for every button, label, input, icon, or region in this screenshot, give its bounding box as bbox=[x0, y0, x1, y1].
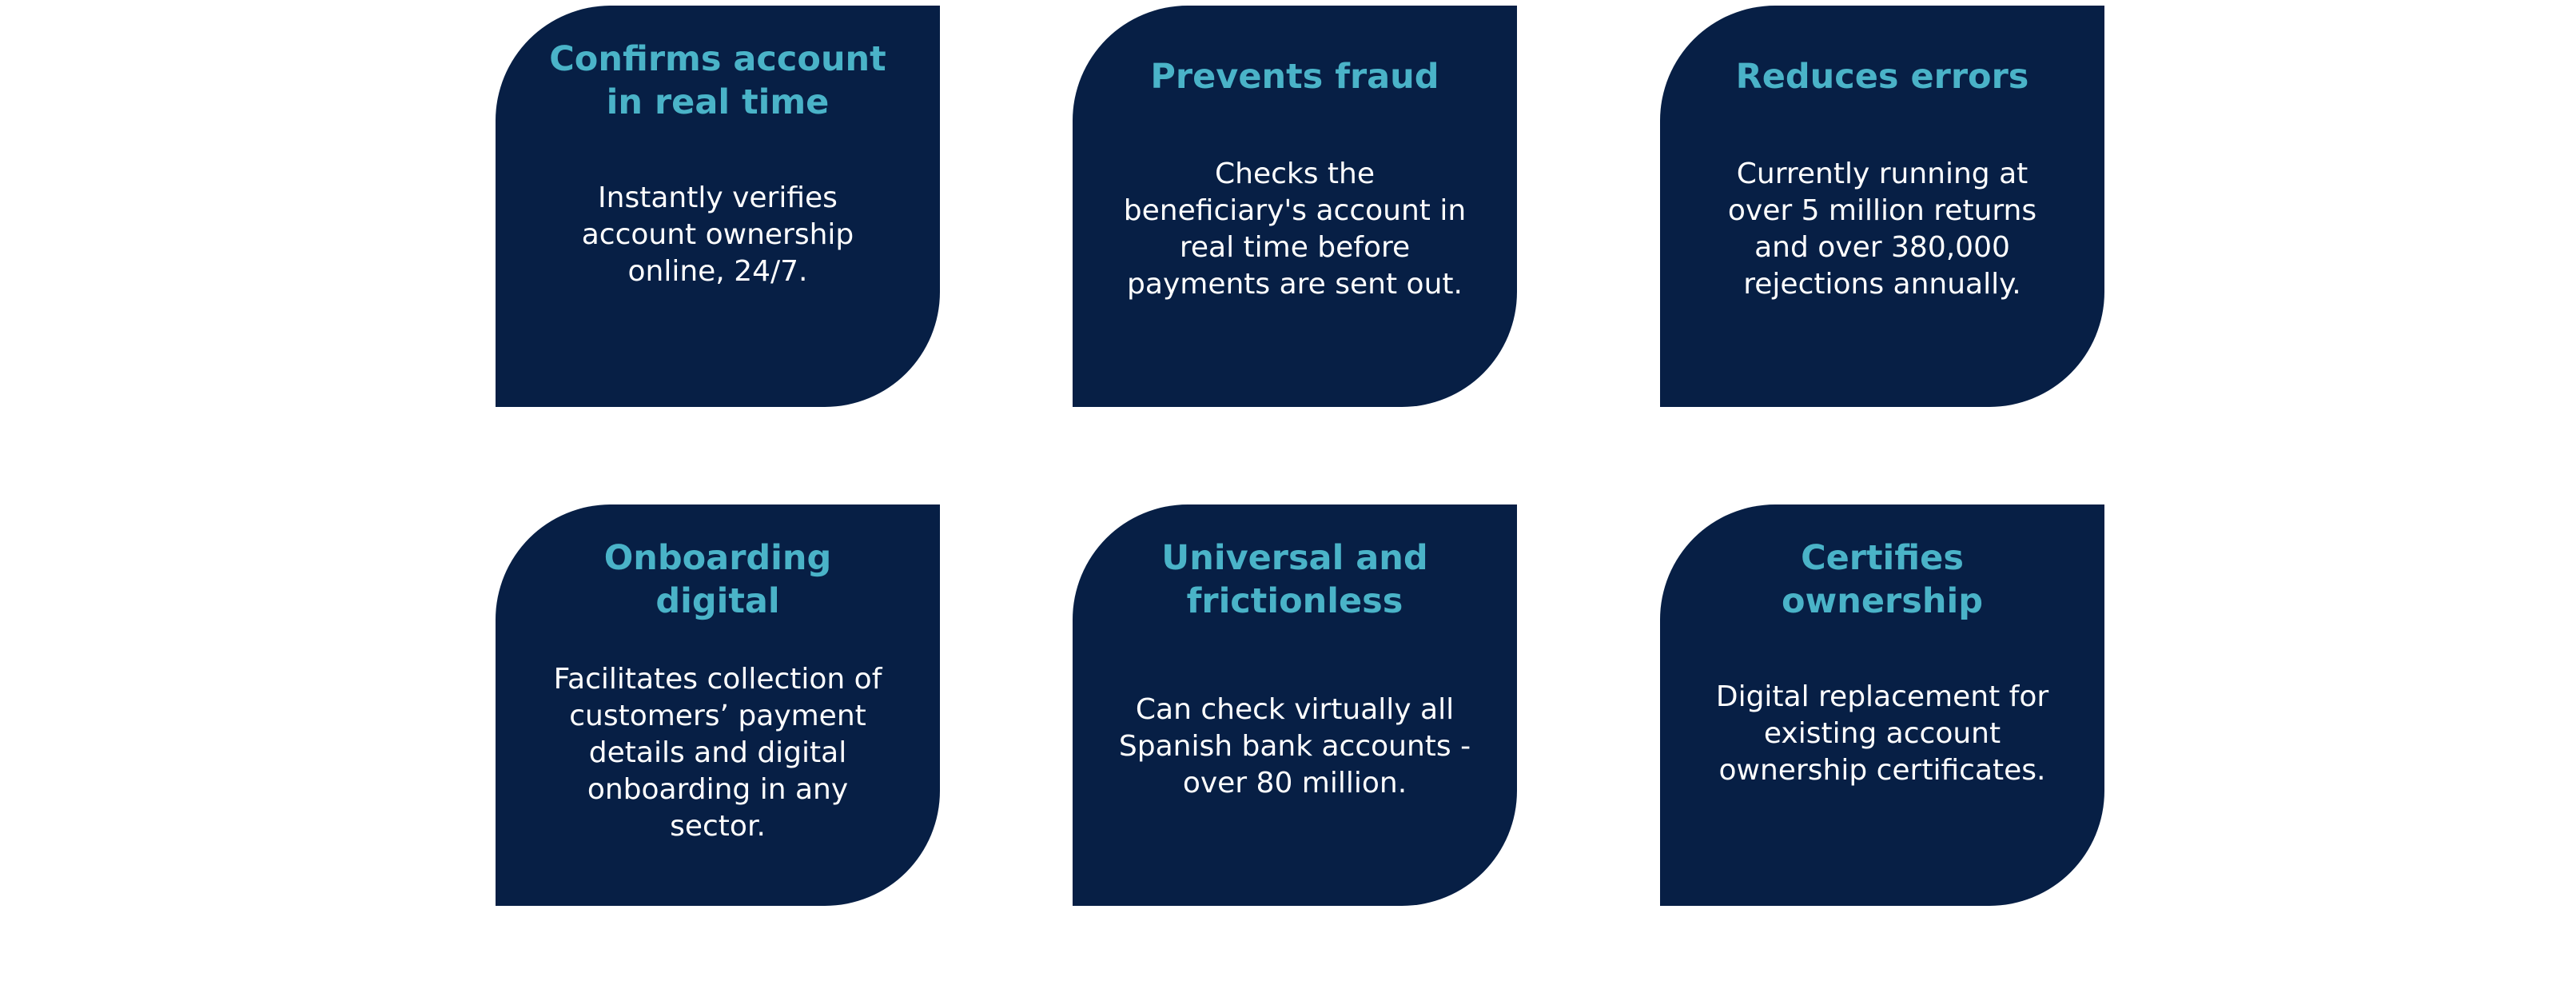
card-title: Certifies ownership bbox=[1695, 536, 2069, 623]
card-description-line: and over 380,000 bbox=[1754, 231, 2010, 264]
feature-card-onboarding-digital: Onboarding digital Facilitates collectio… bbox=[496, 504, 940, 906]
card-title: Prevents fraud bbox=[1108, 55, 1482, 98]
card-description-line: Can check virtually all bbox=[1135, 693, 1455, 726]
card-description-line: Digital replacement for bbox=[1715, 680, 2049, 713]
card-description-line: Spanish bank accounts - bbox=[1118, 730, 1471, 763]
card-description-line: Checks the bbox=[1214, 158, 1376, 190]
card-description: Digital replacement for existing account… bbox=[1695, 679, 2069, 789]
card-description: Checks the beneficiary's account in real… bbox=[1108, 156, 1482, 303]
card-description-line: over 5 million returns bbox=[1727, 194, 2037, 227]
card-description-line: payments are sent out. bbox=[1127, 268, 1463, 301]
card-description-line: Facilitates collection of bbox=[553, 663, 882, 696]
card-title-line: in real time bbox=[606, 82, 830, 122]
card-title-line: Reduces errors bbox=[1735, 57, 2029, 97]
card-description-line: rejections annually. bbox=[1743, 268, 2021, 301]
card-description-line: details and digital bbox=[588, 736, 847, 769]
card-title: Confirms account in real time bbox=[531, 38, 905, 124]
card-description: Currently running at over 5 million retu… bbox=[1695, 156, 2069, 303]
card-title-line: Universal and bbox=[1161, 538, 1428, 578]
card-description-line: online, 24/7. bbox=[627, 255, 808, 288]
card-description-line: beneficiary's account in bbox=[1123, 194, 1467, 227]
card-title-line: Onboarding bbox=[603, 538, 832, 578]
card-description-line: customers’ payment bbox=[569, 700, 866, 732]
card-description: Facilitates collection of customers’ pay… bbox=[531, 661, 905, 845]
card-title-line: Prevents fraud bbox=[1150, 57, 1439, 97]
card-title: Onboarding digital bbox=[531, 536, 905, 623]
feature-card-confirms-account: Confirms account in real time Instantly … bbox=[496, 6, 940, 407]
card-title-line: Confirms account bbox=[549, 39, 886, 79]
card-description: Instantly verifies account ownership onl… bbox=[531, 180, 905, 290]
card-description: Can check virtually all Spanish bank acc… bbox=[1108, 692, 1482, 802]
card-description-line: existing account bbox=[1763, 717, 2001, 750]
card-description-line: Currently running at bbox=[1736, 158, 2029, 190]
card-title: Universal and frictionless bbox=[1108, 536, 1482, 623]
card-description-line: ownership certificates. bbox=[1718, 754, 2046, 787]
feature-card-reduces-errors: Reduces errors Currently running at over… bbox=[1660, 6, 2104, 407]
card-description-line: over 80 million. bbox=[1182, 767, 1407, 800]
card-title-line: Certifies bbox=[1801, 538, 1964, 578]
card-description-line: sector. bbox=[670, 810, 766, 843]
card-title-line: frictionless bbox=[1186, 581, 1403, 621]
feature-card-universal-frictionless: Universal and frictionless Can check vir… bbox=[1073, 504, 1517, 906]
card-description-line: onboarding in any bbox=[587, 773, 849, 806]
card-title-line: ownership bbox=[1782, 581, 1983, 621]
card-description-line: real time before bbox=[1179, 231, 1411, 264]
feature-card-certifies-ownership: Certifies ownership Digital replacement … bbox=[1660, 504, 2104, 906]
card-title-line: digital bbox=[655, 581, 780, 621]
card-description-line: account ownership bbox=[581, 218, 854, 251]
card-description-line: Instantly verifies bbox=[598, 181, 838, 214]
feature-card-prevents-fraud: Prevents fraud Checks the beneficiary's … bbox=[1073, 6, 1517, 407]
card-title: Reduces errors bbox=[1695, 55, 2069, 98]
